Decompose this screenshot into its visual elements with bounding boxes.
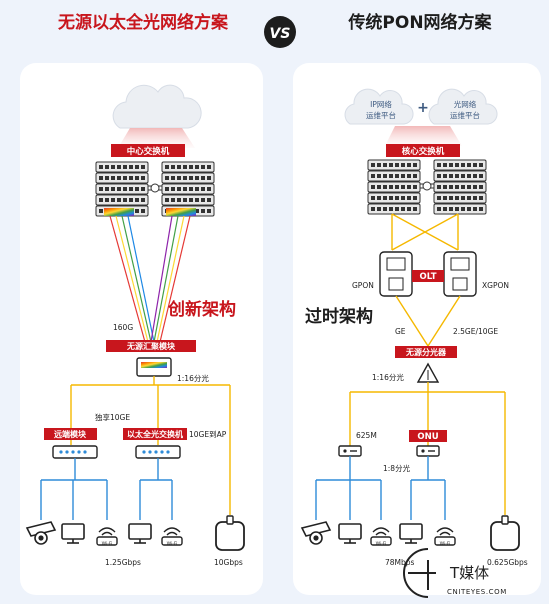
right-splitter-label-bg [395, 346, 457, 358]
left-core-switch: 中心交换机 [96, 144, 214, 216]
vs-badge: VS [264, 16, 296, 48]
right-wifi-text-a: Wi-Fi [376, 541, 387, 547]
right-core-label: 核心交换机 [402, 146, 445, 157]
right-title: 传统PON网络方案 [347, 12, 492, 33]
right-rack-a [368, 160, 420, 214]
left-fibers [109, 215, 191, 343]
right-onu-label-bg [409, 430, 447, 442]
right-cloud-b [428, 88, 498, 125]
left-wifi-text-a: Wi-Fi [102, 541, 113, 547]
right-cloud-a-line2: 运维平台 [366, 110, 396, 120]
left-fiber-bundle-b [166, 208, 196, 216]
left-title: 无源以太全光网络方案 [57, 12, 229, 33]
left-wifi-text-b: Wi-Fi [167, 541, 178, 547]
left-callout: 创新架构 [167, 299, 236, 320]
left-speed-2: 10Gbps [214, 558, 243, 567]
left-access-label: 以太全光交换机 [127, 429, 183, 439]
watermark-site: CNITEYES.COM [447, 588, 507, 596]
right-cloud-a [344, 88, 414, 125]
right-core-switch: 核心交换机 [368, 144, 486, 214]
left-core-label-bg [111, 144, 185, 157]
right-olt-splitter-links [395, 295, 461, 347]
right-cloud-b-line1: 光网络 [454, 99, 477, 109]
right-blue-links [315, 456, 446, 520]
right-splitter-label: 无源分光器 [405, 347, 447, 357]
left-to-ap-label: 10GE到AP [189, 430, 227, 439]
left-agg-label-bg [106, 340, 196, 352]
right-wifi-text-b: Wi-Fi [440, 541, 451, 547]
left-remote-label-bg [44, 428, 97, 440]
right-beam [385, 126, 462, 146]
left-cloud [112, 84, 202, 129]
left-split-label: 1:16分光 [177, 373, 209, 383]
left-agg-label: 无源汇聚模块 [126, 341, 176, 351]
left-access-switch [135, 445, 181, 459]
left-fiber-bundle-a [104, 208, 134, 216]
right-olt-label-bg [412, 270, 444, 282]
right-rack-b [434, 160, 486, 214]
right-gpon-label: GPON [352, 281, 374, 290]
right-speed-78: 78Mbps [385, 558, 415, 567]
watermark-brand: T媒体 [449, 564, 489, 582]
right-callout: 过时架构 [305, 306, 373, 327]
right-split8-label: 1:8分光 [383, 463, 411, 473]
left-link-speed: 160G [113, 323, 133, 332]
left-blue-links [40, 458, 173, 520]
right-cloud-a-line1: IP网络 [370, 99, 392, 109]
left-speed-1: 1.25Gbps [105, 558, 141, 567]
left-rack-a [96, 162, 148, 216]
left-remote-label: 远端模块 [54, 429, 87, 439]
right-cloud-b-line2: 运维平台 [450, 110, 480, 120]
right-xgpon-label: XGPON [482, 281, 509, 290]
left-exclusive-label: 独享10GE [95, 412, 130, 422]
right-onu-label: ONU [417, 432, 438, 442]
right-olt-label: OLT [419, 272, 436, 282]
watermark-logo [403, 548, 436, 598]
right-core-label-bg [386, 144, 460, 157]
right-split-label: 1:16分光 [372, 372, 404, 382]
left-agg-module: 无源汇聚模块 [106, 340, 196, 377]
right-speed-625: 0.625Gbps [487, 558, 528, 567]
right-625m-label: 625M [356, 431, 377, 440]
right-olt: OLT [379, 251, 477, 297]
left-remote-module [52, 445, 98, 459]
left-beam [118, 128, 195, 148]
right-core-olt-links [391, 213, 459, 251]
right-cloud-plus: + [417, 100, 429, 116]
right-onu-a [338, 445, 362, 457]
left-rack-b [162, 162, 214, 216]
left-access-label-bg [123, 428, 187, 440]
right-onu-b [416, 445, 440, 457]
right-ge10-label: 2.5GE/10GE [453, 327, 498, 336]
right-ge-label: GE [395, 327, 406, 336]
vs-text: VS [270, 26, 291, 42]
left-core-label: 中心交换机 [127, 146, 170, 157]
